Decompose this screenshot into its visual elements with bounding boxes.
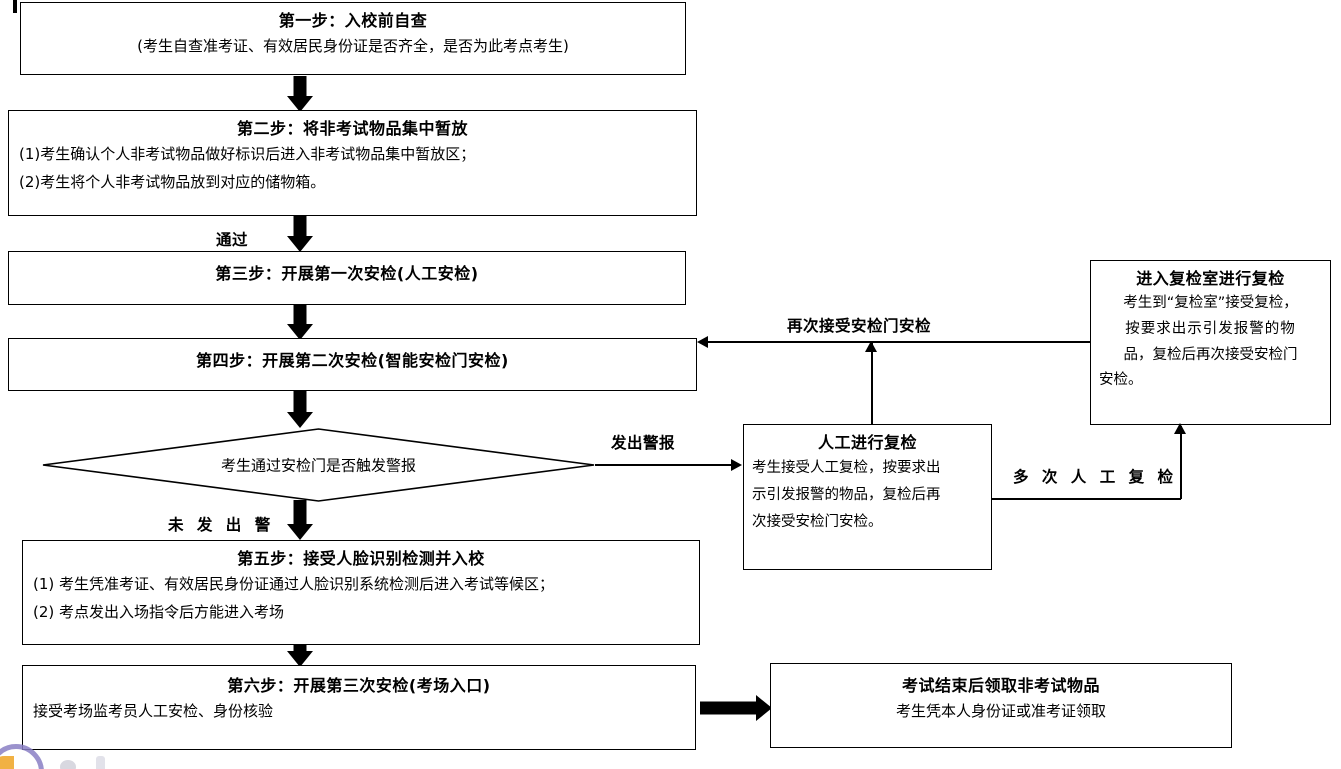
- recheck-room-line-2: 按要求出示引发报警的物: [1125, 320, 1296, 337]
- step6-box[interactable]: 第六步：开展第三次安检(考场入口) 接受考场监考员人工安检、身份核验: [22, 665, 696, 750]
- step4-title: 第四步：开展第二次安检(智能安检门安检): [196, 351, 509, 370]
- artifact-orange-fragment: [0, 756, 14, 769]
- edge-label-multi-recheck: 多 次 人 工 复 检: [1013, 468, 1177, 486]
- step3-box[interactable]: 第三步：开展第一次安检(人工安检): [8, 251, 686, 305]
- edge-multi-recheck-arrowhead: [1174, 423, 1186, 434]
- step1-line-1: (考生自查准考证、有效居民身份证是否齐全，是否为此考点考生): [137, 37, 569, 55]
- recheck-room-box[interactable]: 进入复检室进行复检 考生到“复检室”接受复检， 按要求出示引发报警的物 品，复检…: [1090, 260, 1331, 425]
- edge-rescan-arrowhead: [697, 336, 708, 348]
- step5-title: 第五步：接受人脸识别检测并入校: [237, 549, 485, 568]
- edge-label-pass: 通过: [216, 231, 249, 249]
- decision-diamond-shape: [42, 428, 595, 502]
- step2-box[interactable]: 第二步：将非考试物品集中暂放 (1)考生确认个人非考试物品做好标识后进入非考试物…: [8, 110, 697, 216]
- edge-label-rescan: 再次接受安检门安检: [787, 317, 932, 335]
- collect-items-line-1: 考生凭本人身份证或准考证领取: [895, 702, 1106, 720]
- recheck-room-line-3: 品，复检后再次接受安检门: [1123, 346, 1298, 363]
- edge-label-no-alarm: 未 发 出 警: [168, 516, 275, 534]
- arrow-decision-to-step5: [287, 500, 313, 540]
- arrow-step6-to-collect: [700, 695, 772, 721]
- arrow-step3-to-step4: [287, 305, 313, 340]
- artifact-gray-bar: [96, 756, 105, 769]
- edge-multi-recheck-vline: [1180, 426, 1182, 499]
- step4-box[interactable]: 第四步：开展第二次安检(智能安检门安检): [8, 338, 697, 391]
- edge-rescan-line: [705, 341, 1091, 343]
- stray-mark-top-left: [13, 0, 17, 13]
- manual-recheck-line-3: 次接受安检门安检。: [752, 513, 883, 530]
- manual-recheck-line-2: 示引发报警的物品，复检后再: [752, 486, 941, 503]
- step6-line-1: 接受考场监考员人工安检、身份核验: [33, 702, 274, 720]
- artifact-gray-dot: [60, 760, 76, 769]
- collect-items-title: 考试结束后领取非考试物品: [901, 676, 1100, 695]
- step5-line-1: (1) 考生凭准考证、有效居民身份证通过人脸识别系统检测后进入考试等候区；: [33, 575, 555, 593]
- recheck-room-line-4: 安检。: [1099, 372, 1143, 389]
- step2-title: 第二步：将非考试物品集中暂放: [236, 119, 468, 138]
- recheck-room-line-1: 考生到“复检室”接受复检，: [1123, 295, 1298, 311]
- edge-multi-recheck-hline: [992, 498, 1181, 500]
- edge-label-alarm: 发出警报: [611, 434, 676, 452]
- arrow-step1-to-step2: [287, 76, 313, 112]
- step1-box[interactable]: 第一步：入校前自查 (考生自查准考证、有效居民身份证是否齐全，是否为此考点考生): [20, 2, 686, 75]
- step1-title: 第一步：入校前自查: [278, 11, 428, 30]
- step3-title: 第三步：开展第一次安检(人工安检): [215, 264, 479, 283]
- decision-text: 考生通过安检门是否触发警报: [220, 456, 416, 475]
- edge-manual-to-rescan-arrowhead: [865, 341, 877, 352]
- collect-items-box[interactable]: 考试结束后领取非考试物品 考生凭本人身份证或准考证领取: [770, 663, 1232, 748]
- arrow-step2-to-step3: [287, 216, 313, 252]
- arrow-step5-to-step6: [287, 645, 313, 667]
- decision-diamond[interactable]: 考生通过安检门是否触发警报: [42, 428, 595, 502]
- edge-alarm-arrowhead: [731, 459, 742, 471]
- recheck-room-title: 进入复检室进行复检: [1136, 269, 1285, 288]
- step5-line-2: (2) 考点发出入场指令后方能进入考场: [33, 602, 285, 621]
- step2-line-1: (1)考生确认个人非考试物品做好标识后进入非考试物品集中暂放区；: [19, 145, 476, 163]
- step2-line-2: (2)考生将个人非考试物品放到对应的储物箱。: [19, 172, 326, 191]
- manual-recheck-box[interactable]: 人工进行复检 考生接受人工复检，按要求出 示引发报警的物品，复检后再 次接受安检…: [743, 424, 992, 570]
- manual-recheck-title: 人工进行复检: [817, 433, 917, 452]
- edge-alarm-line: [595, 464, 732, 466]
- arrow-step4-to-decision: [287, 391, 313, 428]
- step5-box[interactable]: 第五步：接受人脸识别检测并入校 (1) 考生凭准考证、有效居民身份证通过人脸识别…: [22, 540, 700, 645]
- edge-manual-to-rescan-line: [871, 341, 873, 424]
- manual-recheck-line-1: 考生接受人工复检，按要求出: [752, 460, 941, 476]
- step6-title: 第六步：开展第三次安检(考场入口): [227, 676, 491, 695]
